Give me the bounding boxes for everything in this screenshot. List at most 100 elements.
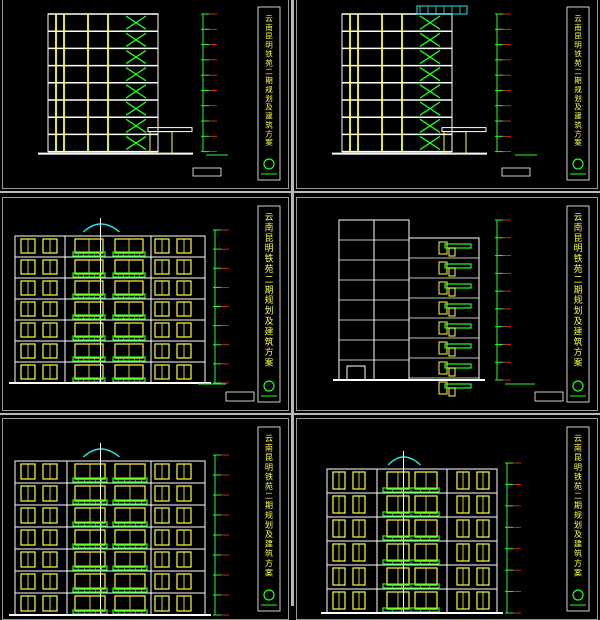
- title-block-char: 苑: [574, 57, 582, 67]
- title-block-char: 案: [265, 357, 274, 369]
- title-block-char: 苑: [265, 481, 273, 491]
- title-block-char: 期: [265, 76, 273, 85]
- title-block-char: 方: [574, 558, 582, 568]
- window: [448, 347, 456, 357]
- title-block-char: 昆: [574, 233, 583, 244]
- title-block-char: 二: [574, 491, 582, 501]
- drawing-sheet-side-elevation[interactable]: 云南昆明铁苑二期规划及建筑方案: [296, 197, 598, 411]
- window: [448, 307, 456, 317]
- stair-flight: [419, 135, 441, 151]
- window: [448, 267, 456, 277]
- title-block-frame: [257, 205, 281, 403]
- title-block-char: 二: [265, 491, 273, 501]
- title-block-char: 铁: [265, 471, 273, 481]
- title-block-char: 云: [265, 213, 274, 223]
- title-block-char: 及: [574, 529, 582, 539]
- title-block-char: 苑: [265, 57, 273, 67]
- drawing-sheet-front-elevation[interactable]: 云南昆明铁苑二期规划及建筑方案: [2, 197, 289, 411]
- title-block-char: 昆: [265, 233, 274, 244]
- row-divider-1: [0, 191, 600, 193]
- balcony-rail: [444, 283, 472, 289]
- title-block-char: 期: [574, 285, 583, 296]
- stair-flight: [125, 15, 147, 30]
- title-block-char: 明: [265, 462, 273, 472]
- window: [448, 247, 456, 257]
- title-block-char: 筑: [265, 548, 273, 558]
- balcony-rail: [444, 263, 472, 269]
- stair-flight: [125, 118, 147, 133]
- balcony-rail: [444, 343, 472, 349]
- title-block-char: 云: [574, 433, 582, 443]
- title-block-char: 规: [574, 510, 582, 520]
- title-block-char: 期: [265, 285, 274, 296]
- title-block-char: 划: [265, 305, 274, 317]
- title-block-char: 明: [265, 41, 273, 50]
- drawing-name-box: [501, 167, 531, 177]
- drawing-sheet-rear-elevation[interactable]: 云南昆明铁苑二期规划及建筑方案: [2, 418, 289, 620]
- title-block-char: 规: [574, 84, 582, 94]
- firm-logo-icon: [263, 380, 275, 392]
- title-block-char: 明: [574, 462, 582, 472]
- title-block-char: 及: [265, 103, 273, 112]
- title-block-char: 昆: [265, 452, 273, 462]
- stair-flight: [125, 84, 147, 99]
- title-block-char: 建: [574, 325, 583, 337]
- window: [448, 327, 456, 337]
- firm-logo-icon: [263, 158, 275, 170]
- title-block-frame: [566, 6, 590, 181]
- title-block-char: 云: [574, 14, 582, 23]
- title-block-char: 方: [265, 346, 274, 358]
- stair-flight: [125, 49, 147, 65]
- drawing-sheet-section-a[interactable]: 云南昆明铁苑二期规划及建筑方案: [2, 0, 289, 189]
- title-block-char: 划: [574, 93, 582, 103]
- balcony-rail: [444, 363, 472, 369]
- title-block-char: 规: [265, 84, 273, 94]
- firm-logo-icon: [572, 380, 584, 392]
- firm-logo-icon: [572, 158, 584, 170]
- title-block-char: 期: [574, 500, 582, 510]
- title-block-char: 案: [265, 137, 273, 147]
- title-block-char: 建: [265, 539, 273, 549]
- drawing-name-box: [225, 391, 255, 402]
- title-block-char: 划: [574, 519, 582, 529]
- drawing-sheet-section-b[interactable]: 云南昆明铁苑二期规划及建筑方案: [296, 0, 598, 189]
- title-block-char: 建: [265, 325, 274, 337]
- title-block-char: 昆: [574, 452, 582, 462]
- title-block-char: 规: [265, 295, 274, 306]
- row-divider-2: [0, 413, 600, 415]
- title-block-char: 南: [574, 22, 582, 32]
- title-block-char: 明: [265, 243, 274, 254]
- title-block-char: 及: [265, 529, 273, 539]
- window: [448, 387, 456, 397]
- stair-flight: [125, 32, 147, 47]
- drawing-sheet-elevation-east[interactable]: 云南昆明铁苑二期规划及建筑方案: [296, 418, 598, 620]
- stair-flight: [125, 101, 147, 116]
- title-block-char: 二: [265, 275, 274, 285]
- title-block-char: 方: [574, 128, 582, 138]
- title-block-char: 明: [574, 243, 583, 254]
- roof-arc: [82, 223, 120, 233]
- title-block-char: 南: [265, 221, 274, 233]
- balcony-rail: [444, 323, 472, 329]
- roof-canopy: [416, 5, 468, 15]
- title-block-char: 及: [574, 103, 582, 112]
- roof-arc: [387, 456, 421, 466]
- title-block-char: 二: [574, 275, 583, 285]
- title-block-char: 铁: [574, 48, 582, 58]
- window: [448, 287, 456, 297]
- firm-logo-icon: [263, 589, 275, 601]
- drawing-name-box: [534, 391, 564, 402]
- title-block-char: 案: [574, 357, 583, 369]
- title-block-char: 铁: [574, 471, 582, 481]
- title-block-char: 案: [574, 567, 582, 577]
- drawing-name-box: [192, 167, 222, 177]
- title-block-char: 及: [265, 316, 274, 327]
- stair-flight: [419, 118, 441, 133]
- stair-flight: [419, 67, 441, 82]
- title-block-char: 筑: [574, 336, 583, 348]
- stair-flight: [419, 32, 441, 47]
